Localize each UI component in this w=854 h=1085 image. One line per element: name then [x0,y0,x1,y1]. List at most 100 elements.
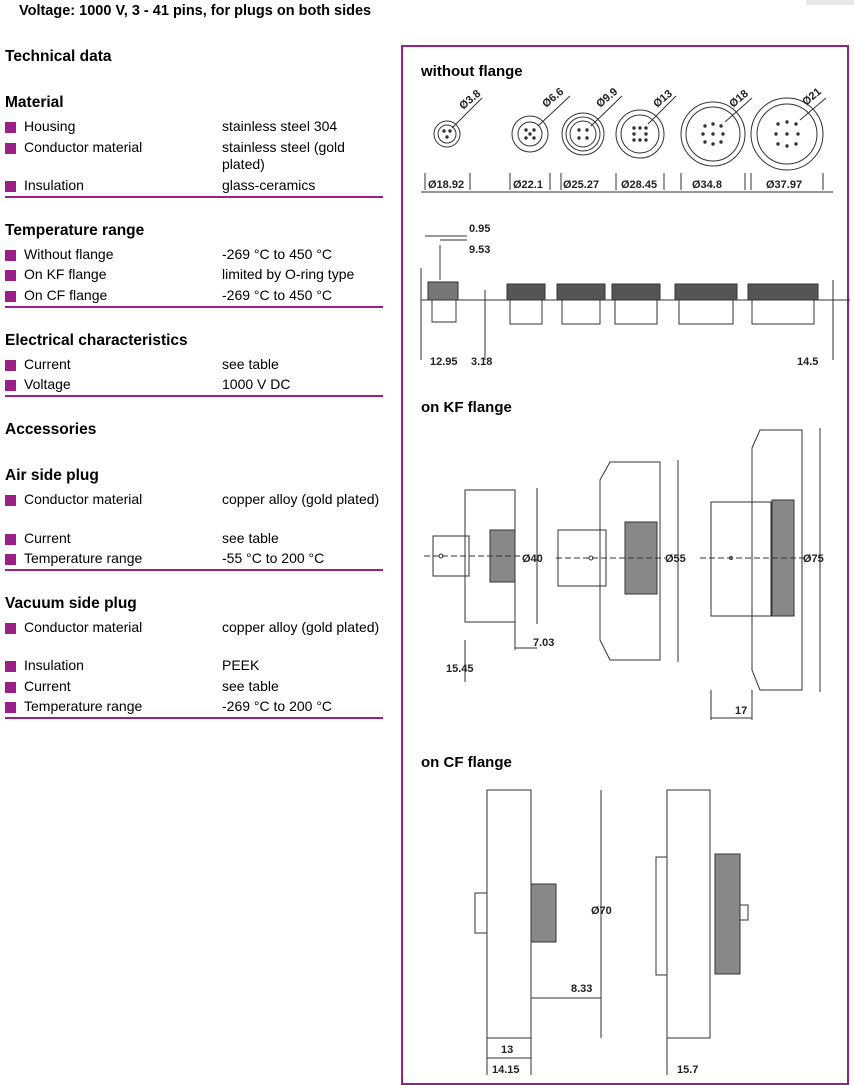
dim-pin-dia-4: Ø13 [651,88,675,111]
row-value: see table [222,530,279,546]
dim-953: 9.53 [469,244,490,256]
row-label: Conductor material [24,619,143,635]
section-divider [5,717,383,719]
connector-end-view-6pin [509,95,571,190]
dim-kf-55: Ø55 [665,553,686,565]
row-value: -269 °C to 200 °C [222,698,333,714]
kf75-flange-drawing [700,428,821,720]
connector-end-view-32pin [680,97,753,190]
bullet-square-icon [5,270,16,281]
dim-318: 3.18 [471,356,492,368]
connector-end-view-10pin [560,95,623,190]
air-side-heading: Air side plug [5,467,99,484]
row-value: see table [222,356,279,372]
connector-end-view-16pin [615,95,677,190]
section-divider [5,196,383,198]
row-label: Conductor material [24,491,143,507]
cf-flange-title: on CF flange [421,754,512,771]
dim-outer-dia-4: Ø28.45 [621,179,657,191]
bullet-square-icon [5,380,16,391]
material-heading: Material [5,94,64,111]
row-label: Housing [24,118,76,134]
vacuum-side-heading: Vacuum side plug [5,595,137,612]
dim-kf-17: 17 [735,705,747,717]
row-value: stainless steel 304 [222,118,338,134]
row-value: limited by O-ring type [222,266,355,282]
row-label: On KF flange [24,266,107,282]
row-label: Voltage [24,376,71,392]
bullet-square-icon [5,122,16,133]
kf40-flange-drawing [424,488,538,682]
row-value: -55 °C to 200 °C [222,550,325,566]
bullet-square-icon [5,250,16,261]
row-label: Insulation [24,177,84,193]
dim-pin-dia-6: Ø21 [800,86,824,109]
row-value: copper alloy (gold plated) [222,491,380,507]
bullet-square-icon [5,682,16,693]
dim-outer-dia-3: Ø25.27 [563,179,599,191]
dim-outer-dia-1: Ø18.92 [428,179,464,191]
dim-095: 0.95 [469,223,490,235]
bullet-square-icon [5,534,16,545]
dim-outer-dia-6: Ø37.97 [766,179,802,191]
temperature-heading: Temperature range [5,222,145,239]
top-right-tab [806,0,854,5]
dim-1295: 12.95 [430,356,458,368]
kf-flange-title: on KF flange [421,399,512,416]
kf55-flange-drawing [556,460,679,662]
bullet-square-icon [5,623,16,634]
dim-cf-70: Ø70 [591,905,612,917]
dim-cf-157: 15.7 [677,1064,698,1075]
dim-outer-dia-5: Ø34.8 [692,179,722,191]
dim-pin-dia-3: Ø9.9 [594,86,620,111]
dim-cf-833: 8.33 [571,983,592,995]
row-value: see table [222,678,279,694]
row-label: Insulation [24,657,84,673]
dim-kf-703: 7.03 [533,637,554,649]
cf-flange-drawing-left [474,789,602,1075]
dim-145: 14.5 [797,356,818,368]
bullet-square-icon [5,143,16,154]
bullet-square-icon [5,360,16,371]
row-value: -269 °C to 450 °C [222,246,333,262]
row-label: Without flange [24,246,114,262]
dim-kf-75: Ø75 [803,553,824,565]
dim-pin-dia-2: Ø6.6 [540,86,566,111]
electrical-heading: Electrical characteristics [5,332,188,349]
bullet-square-icon [5,495,16,506]
bullet-square-icon [5,181,16,192]
row-label: Conductor material [24,139,143,155]
row-value: 1000 V DC [222,376,291,392]
page-title: Voltage: 1000 V, 3 - 41 pins, for plugs … [19,3,372,19]
dim-cf-1415: 14.15 [492,1064,520,1075]
row-label: Temperature range [24,550,143,566]
section-divider [5,395,383,397]
connector-end-view-41pin [750,97,827,190]
bullet-square-icon [5,554,16,565]
section-divider [5,569,383,571]
row-label: Temperature range [24,698,143,714]
dim-pin-dia-1: Ø3.8 [457,88,483,113]
bullet-square-icon [5,702,16,713]
cf-flange-drawing-right [655,789,749,1075]
dim-outer-dia-2: Ø22.1 [513,179,543,191]
side-view-row [420,235,850,360]
bullet-square-icon [5,661,16,672]
technical-data-heading: Technical data [5,48,112,65]
dim-kf-40: Ø40 [522,553,543,565]
row-label: Current [24,530,71,546]
dimension-labels: Ø3.8 Ø6.6 Ø9.9 Ø13 Ø18 Ø21 Ø18.92 Ø22.1 … [428,86,824,1075]
row-label: On CF flange [24,287,108,303]
section-divider [5,306,383,308]
without-flange-title: without flange [421,63,523,80]
row-value: -269 °C to 450 °C [222,287,333,303]
connector-end-view-3pin [424,97,483,190]
row-value: copper alloy (gold plated) [222,619,380,635]
dim-cf-13: 13 [501,1044,513,1056]
row-label: Current [24,356,71,372]
row-value: glass-ceramics [222,177,316,193]
row-label: Current [24,678,71,694]
accessories-heading: Accessories [5,421,97,438]
row-value: PEEK [222,657,260,673]
bullet-square-icon [5,291,16,302]
